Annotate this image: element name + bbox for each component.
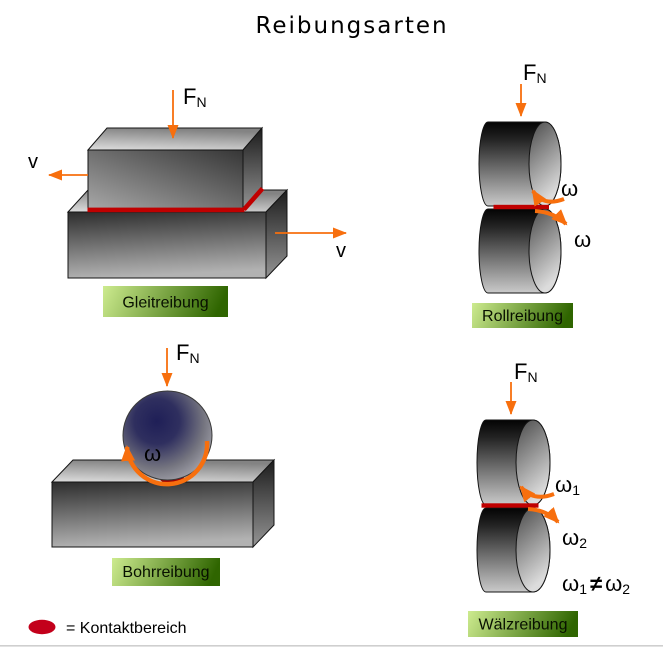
omega1-arrow (519, 485, 555, 503)
legend-text: = Kontaktbereich (66, 620, 187, 637)
gleitreibung-caption: Gleitreibung (103, 286, 228, 317)
omega2-subscript: 2 (579, 535, 587, 551)
bottom-block-front-face (67, 211, 267, 279)
omega-label-upper: ω (561, 176, 578, 201)
contact-area-swatch (28, 619, 56, 635)
omega-symbol: ω (555, 472, 572, 497)
omega-symbol: ω (605, 571, 622, 596)
waelzreibung-panel: FN ω1 ω2 ω1≠ω2 Wälzreibung (468, 359, 630, 637)
page-title: Reibungsarten (255, 13, 448, 39)
normal-force-label: FN (176, 340, 200, 366)
upper-cylinder-cap (515, 419, 551, 506)
gleitreibung-panel: FN v v Gleitreibung (28, 84, 347, 317)
sphere (122, 390, 213, 481)
omega2-label: ω2 (562, 525, 587, 551)
omega2-arrow (527, 506, 560, 524)
normal-force-label: FN (514, 359, 538, 385)
caption-box (103, 286, 228, 317)
lower-cylinder-cap (515, 507, 551, 593)
inequality-text: ω1≠ω2 (562, 571, 630, 597)
velocity-label-left: v (28, 151, 38, 173)
contact-line (493, 204, 549, 210)
lower-cylinder-cap (528, 208, 562, 294)
caption-box (468, 611, 578, 637)
contact-line-diagonal (242, 186, 265, 212)
omega-symbol: ω (562, 525, 579, 550)
force-subscript: N (536, 70, 546, 86)
legend: = Kontaktbereich (28, 619, 187, 637)
contact-line (481, 503, 539, 508)
caption-box (472, 303, 573, 328)
bottom-divider (0, 645, 663, 647)
omega-symbol: ω (562, 571, 579, 596)
bohrreibung-panel: ω FN Bohrreibung (50, 340, 276, 586)
top-block-front-face (87, 149, 244, 211)
force-symbol: F (176, 340, 189, 365)
omega1-subscript: 1 (572, 482, 580, 498)
omega-arrow-upper (531, 189, 565, 207)
rollreibung-caption: Rollreibung (472, 303, 573, 328)
caption-box (112, 558, 220, 586)
top-block (86, 126, 264, 212)
force-symbol: F (514, 359, 527, 384)
rollreibung-panel: FN ω ω Rollreibung (472, 60, 591, 328)
force-symbol: F (183, 84, 196, 109)
omega-arrow (121, 440, 210, 487)
sub1: 1 (579, 581, 587, 597)
bohrreibung-caption: Bohrreibung (112, 558, 220, 586)
caption-text: Wälzreibung (479, 617, 568, 634)
caption-text: Rollreibung (482, 308, 563, 325)
omega1-label: ω1 (555, 472, 580, 498)
velocity-label-right: v (336, 240, 346, 262)
top-block-top-face (86, 127, 264, 151)
sub2: 2 (622, 581, 630, 597)
omega-arrow-lower (534, 209, 568, 226)
force-subscript: N (196, 94, 206, 110)
waelzreibung-caption: Wälzreibung (468, 611, 578, 637)
omega-label: ω (144, 441, 161, 466)
force-subscript: N (189, 350, 199, 366)
normal-force-label: FN (183, 84, 207, 110)
not-equal-symbol: ≠ (590, 571, 602, 596)
contact-line (87, 207, 245, 213)
normal-force-label: FN (523, 60, 547, 86)
omega-label-lower: ω (574, 227, 591, 252)
force-subscript: N (527, 369, 537, 385)
force-symbol: F (523, 60, 536, 85)
caption-text: Gleitreibung (122, 295, 208, 312)
base-block-front-face (51, 481, 254, 548)
caption-text: Bohrreibung (122, 564, 209, 581)
